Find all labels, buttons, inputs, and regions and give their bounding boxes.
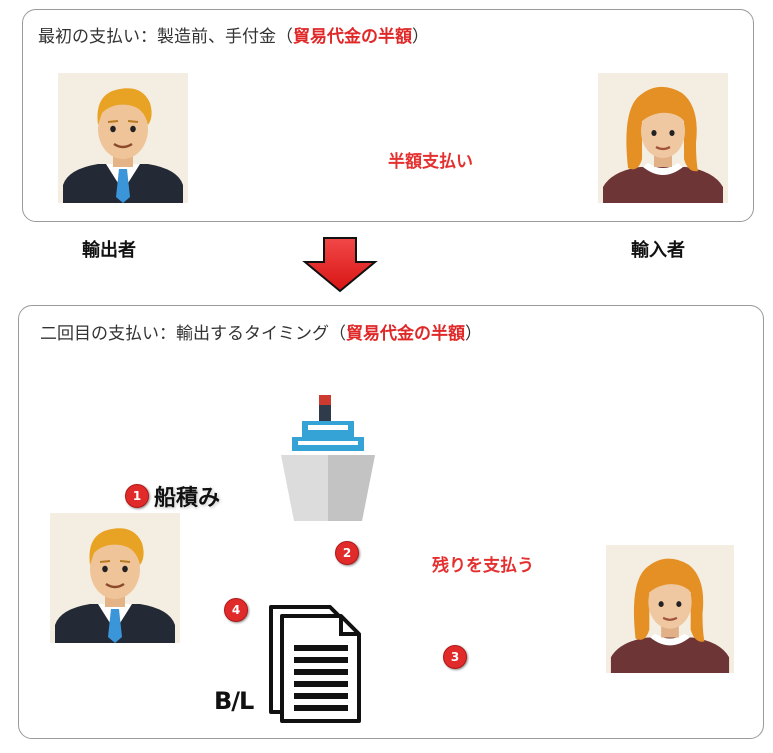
remaining-payment-label: 残りを支払う [432, 556, 534, 576]
half-payment-label: 半額支払い [388, 152, 473, 172]
exporter-label: 輸出者 [82, 240, 136, 261]
document-icon [269, 605, 361, 723]
step-badge-4: 4 [224, 598, 248, 622]
down-arrow [302, 237, 378, 293]
importer-avatar-icon [598, 73, 728, 203]
importer-label: 輸入者 [631, 240, 685, 261]
exporter-avatar-icon-2 [50, 513, 180, 643]
second-payment-title: 二回目の支払い：輸出するタイミング（貿易代金の半額） [40, 324, 482, 344]
bl-label: B/L [214, 687, 254, 715]
step-badge-2: 2 [335, 541, 359, 565]
step-badge-3: 3 [443, 645, 467, 669]
ship-icon [281, 395, 375, 521]
importer-avatar-icon-2 [606, 545, 734, 673]
first-payment-title: 最初の支払い：製造前、手付金（貿易代金の半額） [38, 27, 429, 47]
step-badge-1: 1 [125, 484, 149, 508]
exporter-avatar-icon [58, 73, 188, 203]
shipment-label: 船積み [154, 486, 221, 511]
